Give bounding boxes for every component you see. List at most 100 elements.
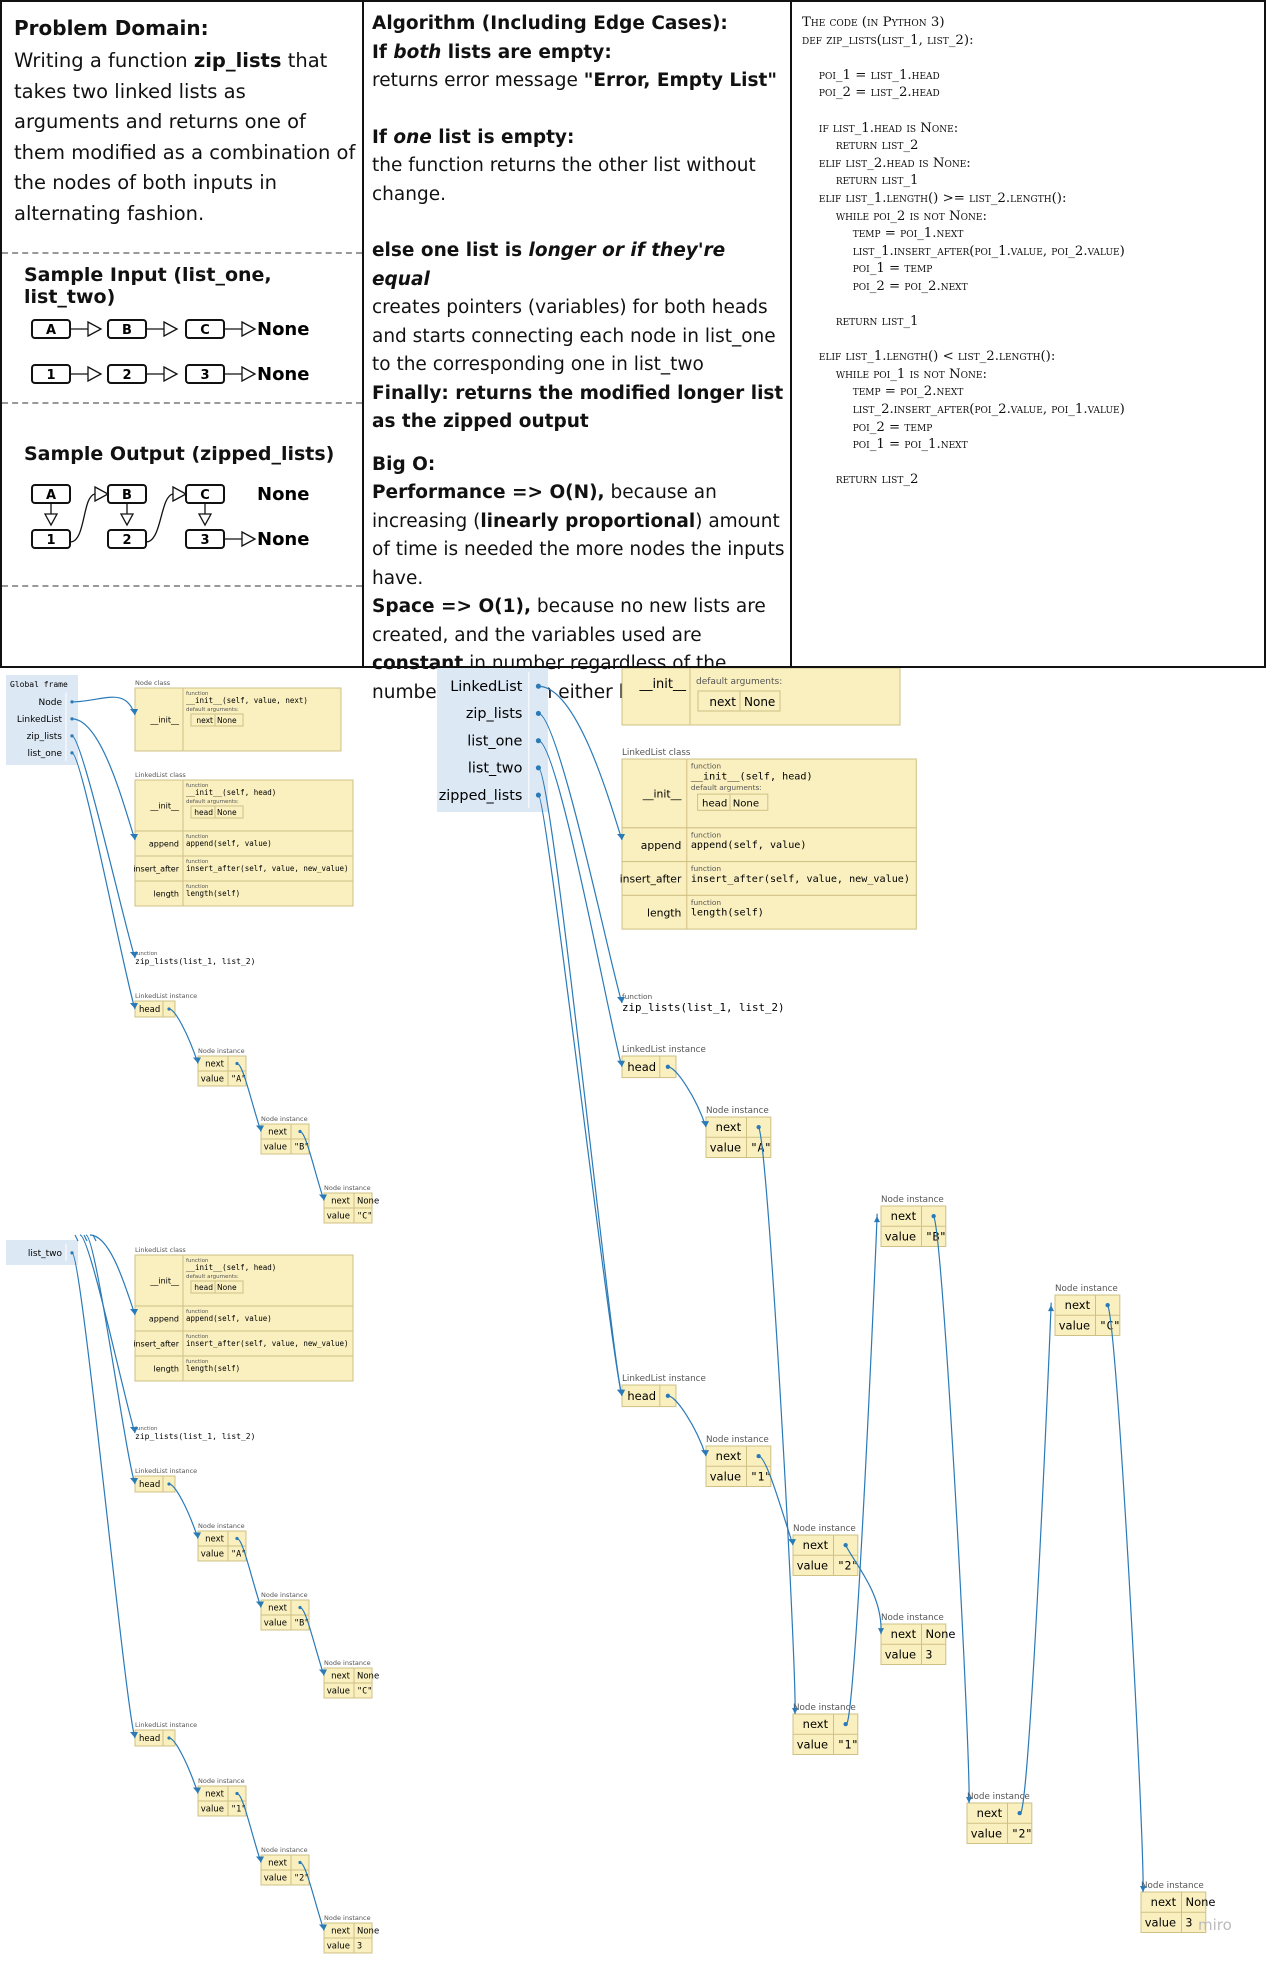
- algorithm-text: Algorithm (Including Edge Cases): If bot…: [372, 10, 788, 707]
- method-row: [134, 880, 354, 907]
- pointer-arrowhead: [256, 1856, 264, 1863]
- pointer-arrow: [71, 1252, 136, 1739]
- arrow-head: [163, 365, 179, 383]
- object-label: Node instance: [324, 1914, 371, 1922]
- object-label: Node instance: [261, 1591, 308, 1599]
- default-arg-name: next: [196, 716, 213, 725]
- pointer-arrowhead: [256, 1125, 264, 1132]
- node-label: B: [122, 323, 132, 338]
- pointer-arrow: [71, 735, 136, 959]
- code-line: poi_1 = temp: [802, 261, 933, 277]
- node-value: "A": [231, 1075, 246, 1085]
- next-none: None: [357, 1672, 379, 1682]
- value-field-label: value: [797, 1737, 828, 1751]
- method-row: [621, 827, 917, 863]
- pointer-arrow: [236, 1062, 262, 1132]
- method-row: [134, 1330, 354, 1357]
- pointer-arrow: [538, 740, 623, 1067]
- method-name: insert_after: [133, 865, 179, 874]
- method-signature: length(self): [186, 889, 240, 898]
- function-tag: function: [622, 992, 653, 1001]
- object-label: Node instance: [881, 1613, 944, 1623]
- function-tag: function: [186, 1359, 209, 1365]
- code-line: return list_2: [802, 138, 919, 154]
- pointer-arrow: [168, 1483, 199, 1539]
- pointer-arrow: [79, 1234, 136, 1434]
- code-line: list_2.insert_after(poi_2.value, poi_1.v…: [802, 402, 1125, 418]
- value-field-label: value: [201, 1805, 224, 1815]
- node-label: 1: [46, 368, 55, 383]
- method-signature: length(self): [186, 1364, 240, 1373]
- value-field-label: value: [710, 1469, 741, 1483]
- pointer-arrow: [667, 1066, 707, 1128]
- object-label: Node instance: [261, 1115, 308, 1123]
- node-value: 3: [357, 1942, 362, 1952]
- python-code: The code (in Python 3)def zip_lists(list…: [802, 14, 1125, 489]
- method-name: append: [641, 839, 682, 852]
- node-value: "1": [838, 1737, 859, 1751]
- function-tag: function: [186, 691, 209, 697]
- pointer-arrowhead: [319, 1924, 327, 1931]
- method-signature: __init__(self, value, next): [186, 696, 308, 705]
- code-line: poi_2 = list_2.head: [802, 85, 940, 101]
- node-value: "B": [926, 1229, 947, 1243]
- node-value: "C": [357, 1687, 372, 1697]
- node-value: "A": [231, 1550, 246, 1560]
- problem-domain-body: Writing a function zip_lists that takes …: [14, 49, 356, 225]
- method-name: insert_after: [133, 1340, 179, 1349]
- node-label: C: [200, 323, 210, 338]
- object-label: LinkedList instance: [135, 992, 197, 1000]
- finally-text: Finally: returns the modified longer lis…: [372, 382, 784, 433]
- method-signature: length(self): [691, 908, 764, 919]
- next-field-label: next: [205, 1535, 224, 1545]
- function-tag: function: [691, 864, 722, 873]
- next-field-label: next: [331, 1672, 350, 1682]
- pointer-arrow: [168, 1008, 199, 1064]
- default-arg-value: None: [217, 808, 237, 817]
- global-frame: [437, 668, 548, 812]
- method-name: length: [647, 906, 681, 919]
- frame-variable: zipped_lists: [439, 788, 523, 804]
- default-arg-cell: [697, 690, 781, 712]
- value-field-label: value: [264, 1143, 287, 1153]
- value-field-label: value: [327, 1942, 350, 1952]
- zip-function-signature: zip_lists(list_1, list_2): [135, 957, 255, 966]
- pointer-arrow: [71, 752, 136, 1010]
- arrow-head: [172, 485, 188, 503]
- default-arg-cell: [190, 1280, 244, 1294]
- frame-variable: LinkedList: [450, 679, 522, 695]
- code-line: while poi_1 is not None:: [802, 366, 987, 382]
- pointer-arrowhead: [319, 1669, 327, 1676]
- head-field-label: head: [139, 1005, 160, 1015]
- next-field-label: next: [891, 1627, 917, 1641]
- pointer-arrow: [538, 712, 623, 1004]
- code-line: poi_1 = poi_1.next: [802, 437, 968, 453]
- function-tag: function: [186, 859, 209, 865]
- code-line: def zip_lists(list_1, list_2):: [802, 32, 974, 48]
- pointer-arrow: [538, 685, 623, 841]
- frame-variable: list_one: [28, 749, 63, 759]
- pointer-arrowhead: [617, 997, 625, 1004]
- pointer-arrow: [168, 1737, 199, 1794]
- code-line: temp = poi_1.next: [802, 226, 964, 242]
- function-tag: function: [186, 1309, 209, 1315]
- object-label: Node instance: [793, 1703, 856, 1713]
- pointer-arrow: [537, 794, 623, 1396]
- pointer-arrowhead: [701, 1450, 709, 1457]
- next-field-label: next: [977, 1806, 1003, 1820]
- arrow-head: [197, 513, 213, 527]
- none-label: None: [257, 319, 309, 340]
- function-tag: function: [186, 1258, 209, 1264]
- next-field-label: next: [803, 1538, 829, 1552]
- value-field-label: value: [264, 1619, 287, 1629]
- divider: [2, 402, 362, 404]
- pointer-arrow: [85, 1234, 136, 1485]
- code-line: poi_1 = list_1.head: [802, 67, 940, 83]
- zip-function-signature: zip_lists(list_1, list_2): [622, 1001, 785, 1014]
- python-tutor-visualization: Global frameNodeLinkedListzip_listslist_…: [6, 668, 1232, 1954]
- arrow-head: [241, 365, 257, 383]
- object-label: Node instance: [198, 1777, 245, 1785]
- object-label: LinkedList instance: [135, 1467, 197, 1475]
- default-arg-name: head: [702, 798, 727, 809]
